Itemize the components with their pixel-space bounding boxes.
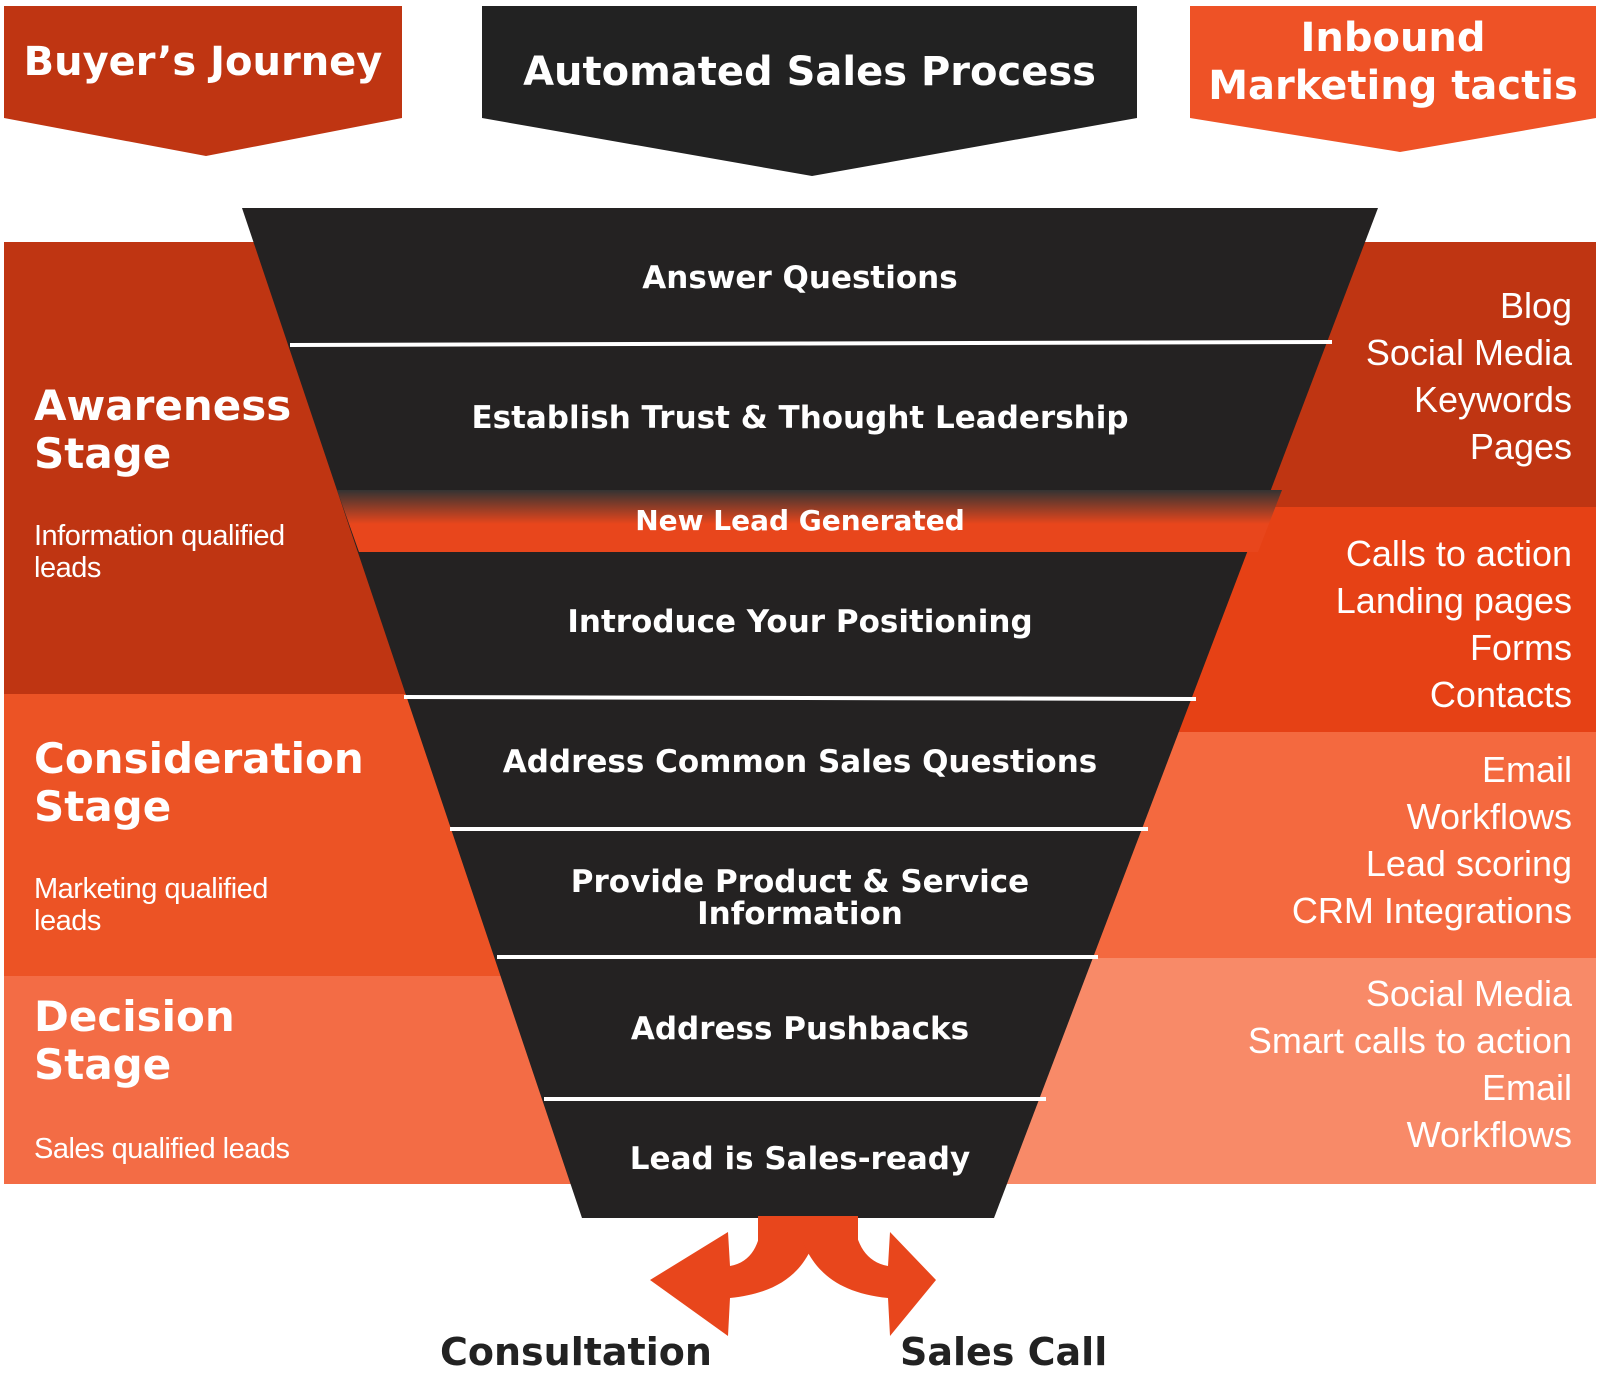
stage-title: Decision [34,992,235,1041]
tactic-item: Smart calls to action [1247,1020,1572,1061]
funnel-step: Answer Questions [642,260,958,296]
tactic-item: Keywords [1413,379,1572,420]
split-arrow-icon [650,1216,936,1336]
funnel-separator [289,340,1333,347]
funnel-separator [403,695,1197,701]
new-lead-label: New Lead Generated [635,504,965,537]
funnel-step: Address Pushbacks [630,1011,970,1047]
stage-subtitle: Information qualified [34,520,285,552]
buyers-journey-header: Buyer’s Journey [23,39,383,85]
inbound-line-1: Inbound [1300,15,1486,61]
stage-title: Stage [34,429,172,478]
tactics-group-1: Blog Social Media Keywords Pages [1366,282,1572,470]
tactic-item: Calls to action [1345,533,1572,574]
stage-subtitle: leads [34,905,101,937]
decision-stage: Decision Stage Sales qualified leads [34,992,290,1166]
tactic-item: Forms [1470,627,1572,668]
funnel-step: Introduce Your Positioning [567,604,1033,640]
tactics-group-2: Calls to action Landing pages Forms Cont… [1336,530,1572,718]
new-lead-band [337,490,1282,552]
tactic-item: Social Media [1365,332,1572,373]
funnel-step-line: Provide Product & Service [570,864,1030,900]
funnel-step: Establish Trust & Thought Leadership [471,400,1129,436]
stage-title: Stage [34,782,172,831]
funnel-step: Provide Product & Service Information [400,866,1200,930]
tactic-item: Workflows [1406,796,1572,837]
automated-sales-process-header: Automated Sales Process [523,49,1096,95]
funnel-step: Address Common Sales Questions [502,744,1098,780]
tactic-item: Pages [1469,426,1572,467]
tactic-item: Social Media [1365,973,1572,1014]
sales-call-label: Sales Call [900,1330,1108,1374]
tactic-item: Landing pages [1335,580,1572,621]
awareness-stage: Awareness Stage Information qualified le… [34,381,292,585]
stage-title: Stage [34,1040,172,1089]
buyers-journey-banner [4,6,402,156]
stage-title: Awareness [34,381,292,430]
funnel-body [242,208,1378,1218]
tactic-item: Lead scoring [1365,843,1572,884]
inbound-marketing-header: Inbound Marketing tactis [1190,14,1596,110]
automated-sales-process-banner [482,6,1137,176]
tactic-item: Email [1481,749,1572,790]
tactic-item: Blog [1499,285,1572,326]
tactic-item: Contacts [1429,674,1572,715]
stage-subtitle: Sales qualified leads [34,1133,290,1165]
stage-subtitle: leads [34,552,101,584]
inbound-line-2: Marketing tactis [1208,63,1578,109]
inbound-marketing-banner [1190,6,1596,152]
tactic-item: Email [1481,1067,1572,1108]
tactics-group-4: Social Media Smart calls to action Email… [1248,970,1572,1158]
funnel-step: Lead is Sales-ready [629,1141,971,1177]
stage-title: Consideration [34,734,364,783]
tactic-item: Workflows [1406,1114,1572,1155]
stage-subtitle: Marketing qualified [34,873,268,905]
tactics-group-3: Email Workflows Lead scoring CRM Integra… [1292,746,1572,934]
consideration-stage: Consideration Stage Marketing qualified … [34,734,364,938]
consultation-label: Consultation [440,1330,712,1374]
funnel-step-line: Information [697,896,903,932]
tactic-item: CRM Integrations [1291,890,1572,931]
